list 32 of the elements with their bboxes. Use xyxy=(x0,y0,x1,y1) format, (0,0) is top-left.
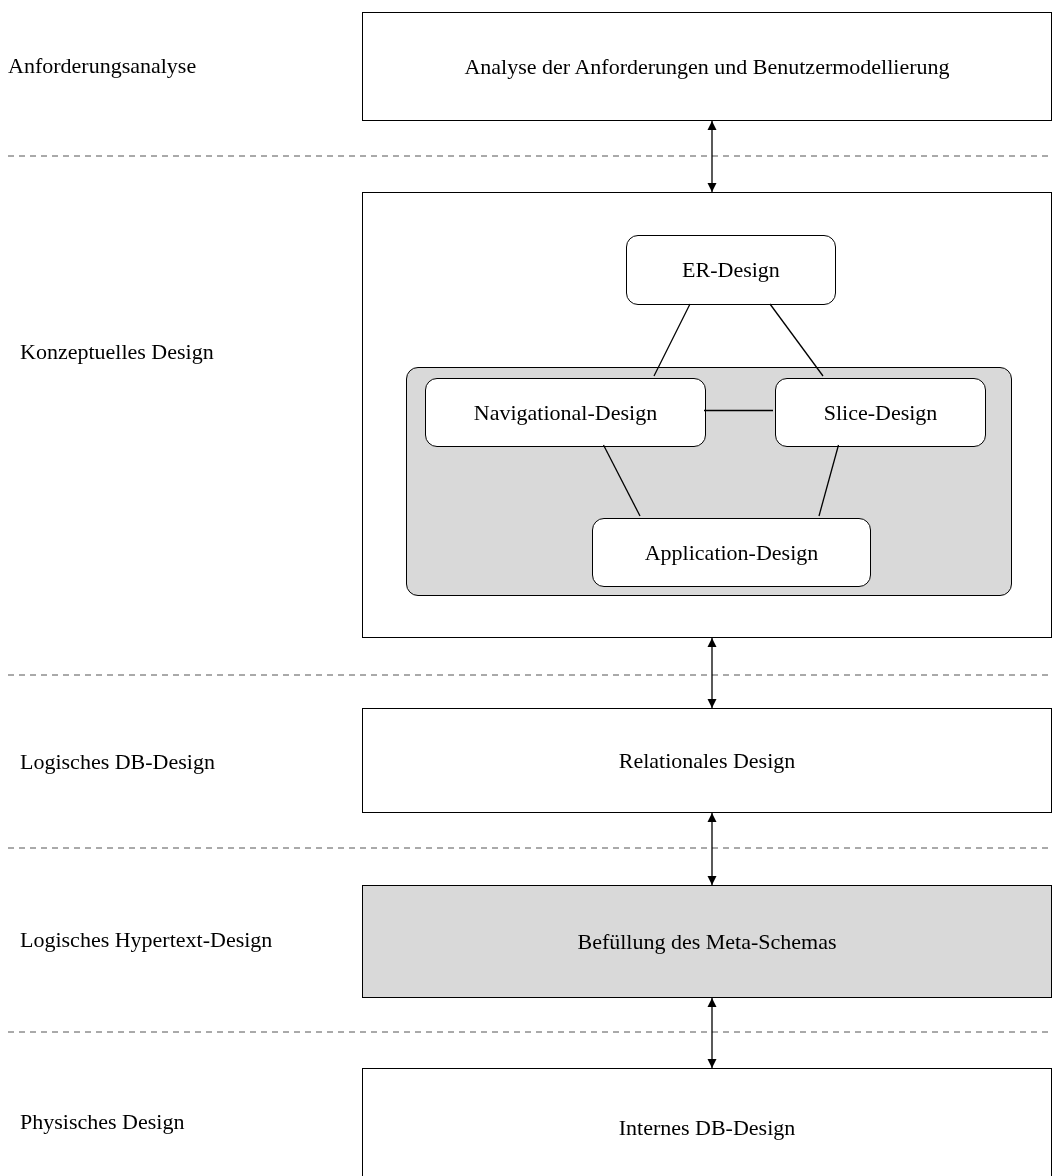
arrow xyxy=(707,812,717,886)
process-box xyxy=(362,885,1052,998)
process-box xyxy=(362,708,1052,813)
node-label: Navigational-Design xyxy=(473,399,658,426)
design-box xyxy=(592,518,871,587)
node-label: Application-Design xyxy=(644,539,819,566)
connector-line xyxy=(602,444,641,517)
node-label: Befüllung des Meta-Schemas xyxy=(577,928,837,955)
process-box xyxy=(362,12,1052,121)
node-label: ER-Design xyxy=(682,257,780,283)
connector-line xyxy=(703,409,774,412)
node-label: Relationales Design xyxy=(618,747,796,774)
phase-label: Konzeptuelles Design xyxy=(20,339,214,365)
design-box xyxy=(775,378,986,447)
group-panel xyxy=(406,367,1012,596)
design-box xyxy=(425,378,706,447)
arrow xyxy=(707,997,717,1069)
connector-line xyxy=(818,444,840,517)
node-label: Slice-Design xyxy=(823,399,938,426)
design-box xyxy=(626,235,836,305)
arrow xyxy=(707,120,717,193)
arrow xyxy=(707,637,717,709)
phase-label: Physisches Design xyxy=(20,1109,185,1135)
phase-label: Logisches Hypertext-Design xyxy=(20,927,273,953)
node-label: Analyse der Anforderungen und Benutzermodellierung xyxy=(464,53,950,80)
phase-label: Logisches DB-Design xyxy=(20,749,215,775)
process-box xyxy=(362,1068,1052,1176)
phase-box xyxy=(362,192,1052,638)
connector-line xyxy=(653,303,691,377)
node-label: Internes DB-Design xyxy=(618,1115,796,1141)
connector-line xyxy=(769,303,824,377)
phase-label: Anforderungsanalyse xyxy=(8,53,197,79)
